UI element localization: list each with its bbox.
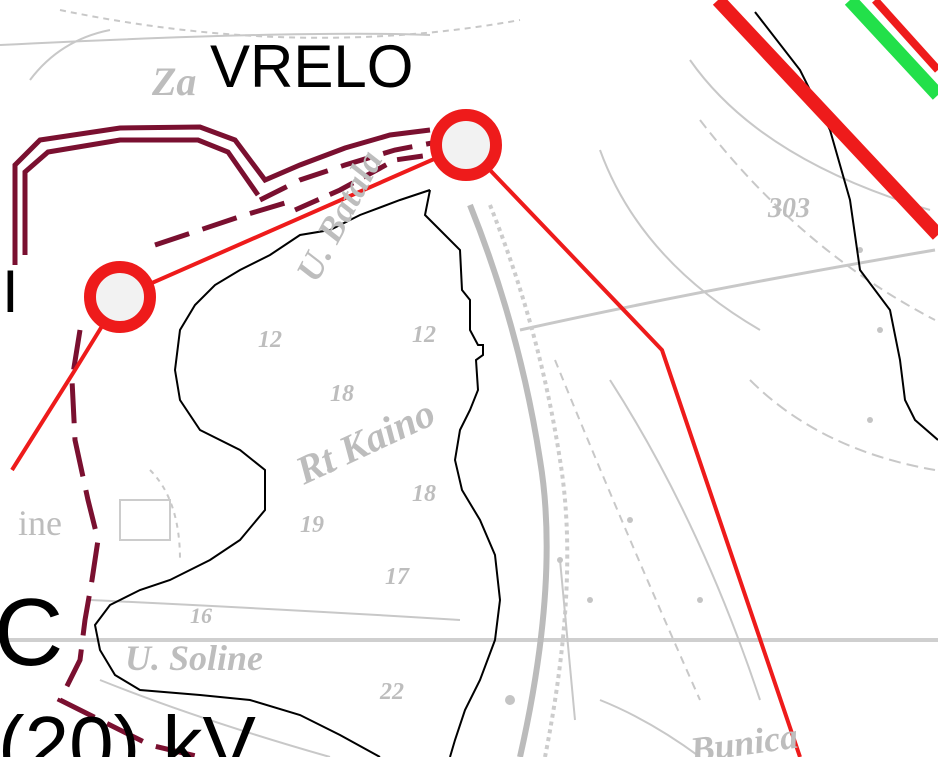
substation-west-node[interactable] — [84, 261, 156, 333]
spot-height-12b: 12 — [412, 322, 436, 348]
spot-height-303: 303 — [768, 193, 810, 224]
substation-vrelo-node[interactable] — [430, 109, 502, 181]
station-label-fragment: I — [2, 258, 19, 325]
spot-height-12a: 12 — [258, 327, 282, 353]
voltage-label: (20) kV — [0, 700, 256, 757]
transmission-line-green — [844, 0, 938, 100]
line-vrelo-to-west-node — [119, 143, 467, 299]
dashed-cable — [12, 124, 433, 757]
transmission-line-red — [712, 0, 938, 240]
station-label-vrelo: VRELO — [210, 33, 414, 100]
topo-label-ine: ine — [18, 503, 62, 543]
topo-markers — [327, 247, 883, 705]
spot-height-19: 19 — [300, 512, 324, 538]
line-vrelo-south-east — [464, 143, 802, 757]
topo-base — [0, 9, 938, 757]
coastline — [93, 189, 502, 757]
topo-label-za: Za — [152, 59, 197, 104]
spot-height-17: 17 — [385, 564, 409, 590]
left-edge-label-c: C — [0, 579, 64, 686]
spot-height-18a: 18 — [330, 381, 354, 407]
spot-height-18b: 18 — [412, 481, 436, 507]
spot-height-16: 16 — [190, 603, 212, 628]
transmission-line-red-2 — [872, 0, 938, 73]
spot-height-22: 22 — [380, 679, 404, 705]
topo-label-u-soline: U. Soline — [125, 638, 264, 678]
